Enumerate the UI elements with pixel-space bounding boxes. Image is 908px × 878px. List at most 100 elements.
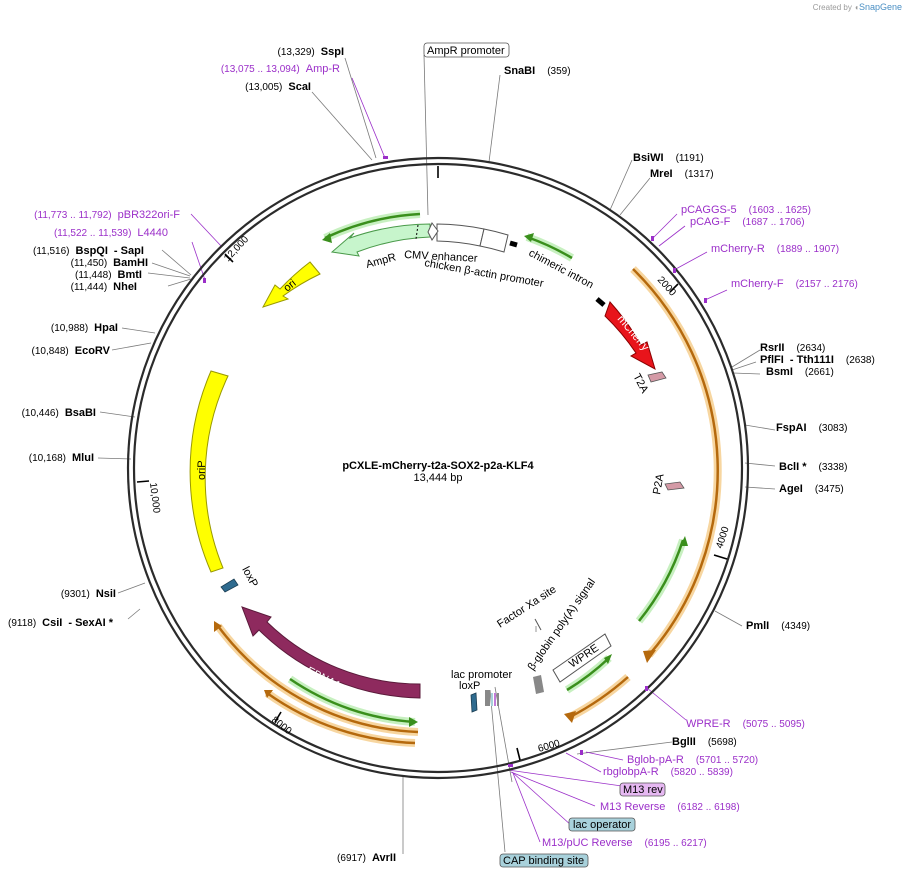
orip-label: oriP xyxy=(196,460,208,480)
orf-arc-right-halo xyxy=(630,266,722,658)
orf-orange-left1 xyxy=(216,625,419,734)
enzyme-hpai[interactable]: (10,988)HpaI xyxy=(51,322,118,334)
pbr322ori-f-site xyxy=(203,278,206,283)
enzyme-bcli[interactable]: BclI *(3338) xyxy=(779,461,847,473)
enzyme-bsiwi[interactable]: BsiWI(1191) xyxy=(633,152,704,164)
ampr-label: AmpR xyxy=(365,251,398,271)
tick-labels: 2000 4000 6000 8000 10,000 12,000 xyxy=(147,234,732,755)
enzyme-fspai[interactable]: FspAI(3083) xyxy=(776,422,847,434)
enzyme-agei[interactable]: AgeI(3475) xyxy=(779,483,844,495)
cmv-enhancer-label: CMV enhancer xyxy=(404,249,478,265)
lac-operator-label: lac operator xyxy=(573,819,631,831)
m13rev-label: M13 rev xyxy=(623,784,663,796)
orf-green-right xyxy=(638,539,685,622)
orf-green-wpre-arrowhead xyxy=(604,654,612,664)
cap-marker xyxy=(497,693,499,706)
plasmid-title: pCXLE-mCherry-t2a-SOX2-p2a-KLF4 13,444 b… xyxy=(342,460,534,484)
amp-r-site xyxy=(383,156,388,159)
cmv-enhancer-box xyxy=(436,223,485,247)
features xyxy=(189,156,722,767)
chicken-promoter-arrow xyxy=(479,228,509,253)
cap-site-label: CAP binding site xyxy=(503,855,584,867)
enzyme-sspi[interactable]: (13,329)SspI xyxy=(278,46,344,58)
orf-green-left xyxy=(289,677,416,724)
primer-m13-puc-reverse[interactable]: M13/pUC Reverse(6195 .. 6217) xyxy=(542,837,707,849)
orf-orange-left1-arrowhead xyxy=(214,621,222,632)
enzyme-ecorv[interactable]: (10,848)EcoRV xyxy=(31,345,110,357)
factor-xa-marker xyxy=(533,675,544,694)
enzyme-pflfi[interactable]: PflFI- Tth111I(2638) xyxy=(760,354,875,366)
loxp-left-label: loxP xyxy=(239,565,260,590)
enzyme-bglii[interactable]: BglII(5698) xyxy=(672,736,737,748)
enzyme-pmli[interactable]: PmlI(4349) xyxy=(746,620,810,632)
enzyme-nsii[interactable]: (9301)NsiI xyxy=(61,588,116,600)
p2a-marker xyxy=(664,481,685,491)
mcherry-f-site xyxy=(704,298,707,303)
loxp-bottom-marker xyxy=(470,692,478,713)
bglob-site xyxy=(580,750,583,755)
snapgene-logo-icon: ◖ xyxy=(854,3,859,12)
created-by-label: Created by xyxy=(812,3,852,12)
ampr-promoter-box xyxy=(423,42,510,58)
ampr-arrow xyxy=(330,223,431,257)
primer-mcherry-f[interactable]: mCherry-F(2157 .. 2176) xyxy=(731,278,858,290)
loxp-bottom-label: loxP xyxy=(459,680,480,692)
tick-10000: 10,000 xyxy=(147,482,162,514)
ori-label: ori xyxy=(281,277,298,294)
loxp-left-marker xyxy=(220,578,239,593)
cap-site-box xyxy=(499,853,589,868)
primer-pcag-f[interactable]: pCAG-F(1687 .. 1706) xyxy=(690,216,805,228)
ebna1-arrow xyxy=(241,606,421,699)
tick-6000: 6000 xyxy=(537,738,562,755)
enzyme-bsmi[interactable]: BsmI(2661) xyxy=(766,366,834,378)
p2a-label: P2A xyxy=(651,472,667,495)
enzyme-csii[interactable]: (9118)CsiI- SexAI * xyxy=(8,617,114,629)
orf-green-right-arrowhead xyxy=(680,536,688,546)
orf-arc-right xyxy=(632,268,719,656)
chicken-promoter-label: chicken β-actin promoter xyxy=(423,257,544,290)
enzyme-bamhi[interactable]: (11,450)BamHI xyxy=(71,257,148,269)
primer-wpre-r[interactable]: WPRE-R(5075 .. 5095) xyxy=(686,718,805,730)
m13-marker xyxy=(494,693,496,706)
primer-mcherry-r[interactable]: mCherry-R(1889 .. 1907) xyxy=(711,243,839,255)
lac-operator-box xyxy=(568,817,636,832)
primer-bglob-pa-r[interactable]: Bglob-pA-R(5701 .. 5720) xyxy=(627,754,758,766)
enzyme-mlui[interactable]: (10,168)MluI xyxy=(29,452,94,464)
enzyme-scai[interactable]: (13,005)ScaI xyxy=(245,81,311,93)
lac-promoter-marker xyxy=(485,690,490,706)
primer-amp-r[interactable]: (13,075 .. 13,094)Amp-R xyxy=(221,63,340,75)
orf-green-left-arrowhead xyxy=(409,717,418,727)
primer-pbr322ori-f[interactable]: (11,773 .. 11,792)pBR322ori-F xyxy=(34,209,180,221)
orf-orange-left2 xyxy=(266,691,416,745)
orf-orange-left2-arrowhead xyxy=(264,690,273,698)
orf-green-right-halo xyxy=(635,538,687,624)
primer-pcaggs-5[interactable]: pCAGGS-5(1603 .. 1625) xyxy=(681,204,811,216)
primer-m13-reverse[interactable]: M13 Reverse(6182 .. 6198) xyxy=(600,801,740,813)
enzyme-bmti[interactable]: (11,448)BmtI xyxy=(75,269,142,281)
m13rev-box xyxy=(619,782,666,797)
enzyme-bsabi[interactable]: (10,446)BsaBI xyxy=(22,407,96,419)
enzyme-snabi[interactable]: SnaBI(359) xyxy=(504,65,571,77)
primer-l4440[interactable]: (11,522 .. 11,539)L4440 xyxy=(54,227,168,239)
orf-arc-right-arrowhead xyxy=(643,650,656,663)
plasmid-length: 13,444 bp xyxy=(414,472,463,484)
wpre-r-site xyxy=(645,686,648,691)
primer-rbglobpa-r[interactable]: rbglobpA-R(5820 .. 5839) xyxy=(603,766,733,778)
ori-arrow xyxy=(261,261,321,308)
mcherry-r-site xyxy=(673,268,676,273)
enzyme-nhei[interactable]: (11,444)NheI xyxy=(71,281,137,293)
enzyme-bspqi[interactable]: (11,516)BspQI- SapI xyxy=(33,245,144,257)
mcherry-arrow xyxy=(604,301,656,371)
lac-promoter-label: lac promoter xyxy=(451,669,512,681)
snapgene-brand: SnapGene xyxy=(858,2,902,12)
enzyme-mrei[interactable]: MreI(1317) xyxy=(650,168,714,180)
enzyme-rsrii[interactable]: RsrII(2634) xyxy=(760,342,825,354)
orf-arc-bottom-right-arrowhead xyxy=(564,711,576,723)
orf-green-top-left-arrowhead xyxy=(322,233,332,243)
orip-arrow xyxy=(189,370,229,573)
m13-site xyxy=(508,764,513,767)
primer-labels: (13,075 .. 13,094)Amp-R (11,773 .. 11,79… xyxy=(34,63,858,849)
enzyme-avrii[interactable]: (6917)AvrII xyxy=(337,852,396,864)
wpre-box xyxy=(552,633,612,683)
